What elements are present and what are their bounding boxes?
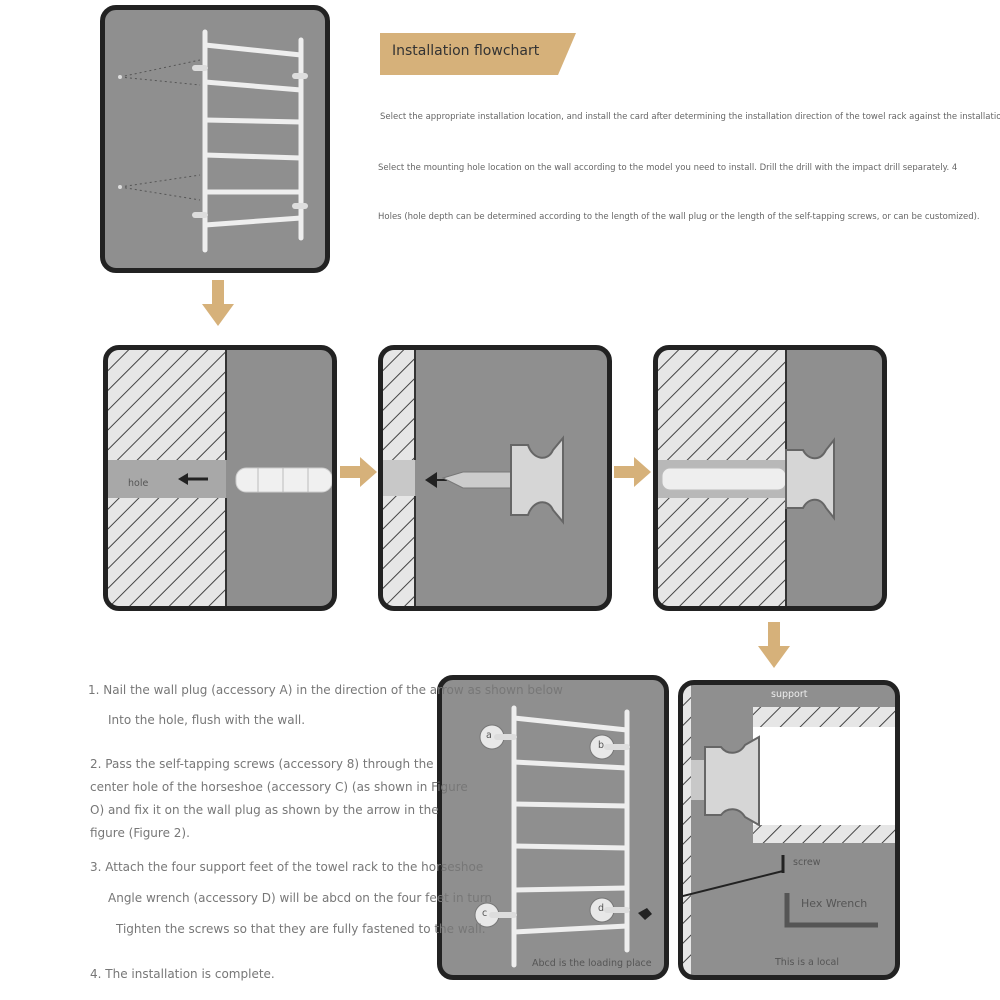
right-arrow-icon (614, 455, 652, 489)
wall-plug-panel: hole (103, 345, 337, 611)
step-2-line-2: center hole of the horseshoe (accessory … (90, 780, 468, 794)
screw-horseshoe-drawing (383, 350, 564, 606)
rack-mounted-panel: a b c d Abcd is the loading place (437, 675, 669, 980)
right-arrow-icon (340, 455, 378, 489)
intro-line-3: Holes (hole depth can be determined acco… (378, 212, 980, 222)
assembled-plug-panel (653, 345, 887, 611)
screw-horseshoe-panel (378, 345, 612, 611)
hole-label: hole (128, 478, 149, 489)
flowchart-title: Installation flowchart (392, 43, 540, 59)
assembled-plug-drawing (658, 350, 835, 606)
step-2-line-1: 2. Pass the self-tapping screws (accesso… (90, 757, 434, 771)
rack-mounted-drawing (474, 705, 652, 968)
hex-wrench-label: Hex Wrench (801, 897, 868, 910)
local-caption: This is a local (775, 957, 840, 968)
down-arrow-icon (756, 622, 792, 670)
rack-template-drawing (118, 29, 308, 253)
intro-line-1: Select the appropriate installation loca… (380, 112, 1000, 122)
step-3-line-1: 3. Attach the four support feet of the t… (90, 860, 484, 874)
flowchart-banner (380, 33, 576, 75)
down-arrow-icon (200, 280, 236, 328)
step-3-line-3: Tighten the screws so that they are full… (116, 922, 486, 936)
screw-label: screw (793, 857, 821, 868)
intro-line-2: Select the mounting hole location on the… (378, 163, 958, 173)
step-4: 4. The installation is complete. (90, 967, 275, 981)
wall-plug-drawing (108, 350, 332, 606)
label-b: b (598, 740, 605, 751)
step-2-line-3: O) and fix it on the wall plug as shown … (90, 803, 439, 817)
label-d: d (598, 903, 605, 914)
rack-template-panel (100, 5, 330, 273)
step-2-line-4: figure (Figure 2). (90, 826, 190, 840)
detail-local-panel: support screw Hex Wrench This is a local (678, 680, 900, 980)
step-3-line-2: Angle wrench (accessory D) will be abcd … (108, 891, 493, 905)
detail-local-drawing (683, 685, 895, 975)
step-1-line-1: 1. Nail the wall plug (accessory A) in t… (88, 683, 563, 697)
step-1-line-2: Into the hole, flush with the wall. (108, 713, 306, 727)
support-label: support (771, 689, 808, 700)
label-c: c (482, 908, 488, 919)
label-a: a (486, 730, 492, 741)
loading-place-caption: Abcd is the loading place (532, 958, 652, 969)
